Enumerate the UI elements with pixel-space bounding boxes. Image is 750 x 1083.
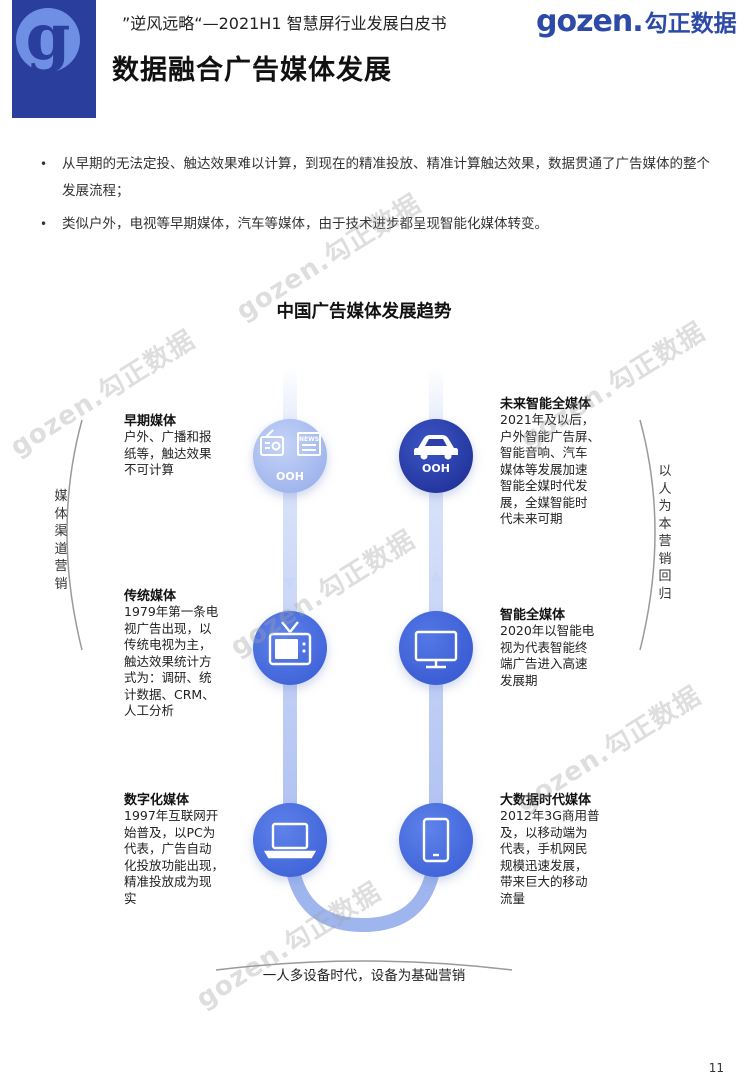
bullet-dot: •	[40, 217, 48, 231]
node-description: 2020年以智能电 视为代表智能终 端广告进入高速 发展期	[500, 623, 595, 688]
radio-newspaper-icon	[260, 429, 321, 456]
document-title: ”逆风远略“—2021H1 智慧屏行业发展白皮书	[122, 14, 447, 33]
node-title: 智能全媒体	[500, 608, 566, 623]
bullet-dot: •	[40, 157, 48, 171]
bullet-text: 类似户外，电视等早期媒体，汽车等媒体，由于技术进步都呈现智能化媒体转变。	[62, 216, 548, 232]
circle-future	[399, 419, 473, 493]
brand-name-cn: 勾正数据	[644, 11, 737, 37]
node-future: 未来智能全媒体 2021年及以后， 户外智能广告屏、 智能音响、汽车 媒体等发展…	[500, 393, 600, 528]
node-traditional: 传统媒体 1979年第一条电 视广告出现，以 传统电视为主， 触达效果统计方 式…	[124, 585, 218, 720]
node-title: 早期媒体	[124, 414, 177, 429]
tv-icon	[268, 621, 312, 666]
node-digital: 数字化媒体 1997年互联网开 始普及，以PC为 代表，广告自动 化投放功能出现…	[124, 789, 224, 907]
node-title: 传统媒体	[124, 589, 177, 604]
node-title: 数字化媒体	[124, 793, 190, 808]
car-icon	[414, 435, 458, 460]
brand-name-en: gozen.	[536, 4, 644, 39]
arrow-down	[284, 776, 296, 788]
mobile-icon	[422, 817, 450, 863]
bullet-text: 从早期的无法定投、触达效果难以计算，到现在的精准投放、精准计算触达效果，数据贯通…	[62, 156, 710, 199]
node-title: 未来智能全媒体	[500, 397, 592, 412]
node-description: 1997年互联网开 始普及，以PC为 代表，广告自动 化投放功能出现， 精准投放…	[124, 808, 225, 906]
logo-letter: g	[25, 0, 71, 75]
node-description: 1979年第一条电 视广告出现，以 传统电视为主， 触达效果统计方 式为：调研、…	[124, 604, 219, 718]
arrow-up	[430, 570, 442, 582]
track-bottom	[283, 839, 443, 933]
ooh-label: OOH	[422, 462, 450, 475]
page-number: 11	[708, 1061, 724, 1075]
right-arc	[639, 419, 656, 651]
circle-smart	[399, 611, 473, 685]
page-title: 数据融合广告媒体发展	[112, 55, 392, 86]
node-title: 大数据时代媒体	[500, 793, 592, 808]
arrow-up	[430, 766, 442, 778]
brand-logo: gozen.勾正数据	[536, 4, 737, 44]
node-smart: 智能全媒体 2020年以智能电 视为代表智能终 端广告进入高速 发展期	[500, 604, 594, 689]
bottom-label: 一人多设备时代，设备为基础营销	[262, 968, 466, 984]
left-vertical-label: 媒体渠道营销	[54, 489, 68, 592]
monitor-icon	[414, 630, 458, 669]
node-description: 户外、广播和报 纸等，触达效果 不可计算	[124, 429, 212, 477]
circle-bigdata	[399, 803, 473, 877]
ooh-label: OOH	[276, 470, 304, 483]
logo-circle	[16, 8, 80, 72]
left-arc	[66, 419, 83, 651]
bottom-arc	[215, 960, 513, 971]
circle-digital	[253, 803, 327, 877]
node-description: 2021年及以后， 户外智能广告屏、 智能音响、汽车 媒体等发展加速 智能全媒时…	[500, 412, 601, 526]
node-early: 早期媒体 户外、广播和报 纸等，触达效果 不可计算	[124, 410, 212, 479]
laptop-icon	[263, 822, 317, 859]
node-bigdata: 大数据时代媒体 2012年3G商用普 及，以移动端为 代表，手机网民 规模迅速发…	[500, 789, 599, 907]
node-description: 2012年3G商用普 及，以移动端为 代表，手机网民 规模迅速发展， 带来巨大的…	[500, 808, 600, 906]
right-vertical-label: 以人为本营销回归	[658, 464, 672, 602]
arrow-down	[284, 578, 296, 590]
chart-title: 中国广告媒体发展趋势	[276, 302, 452, 322]
news-label: NEWS	[299, 436, 319, 443]
